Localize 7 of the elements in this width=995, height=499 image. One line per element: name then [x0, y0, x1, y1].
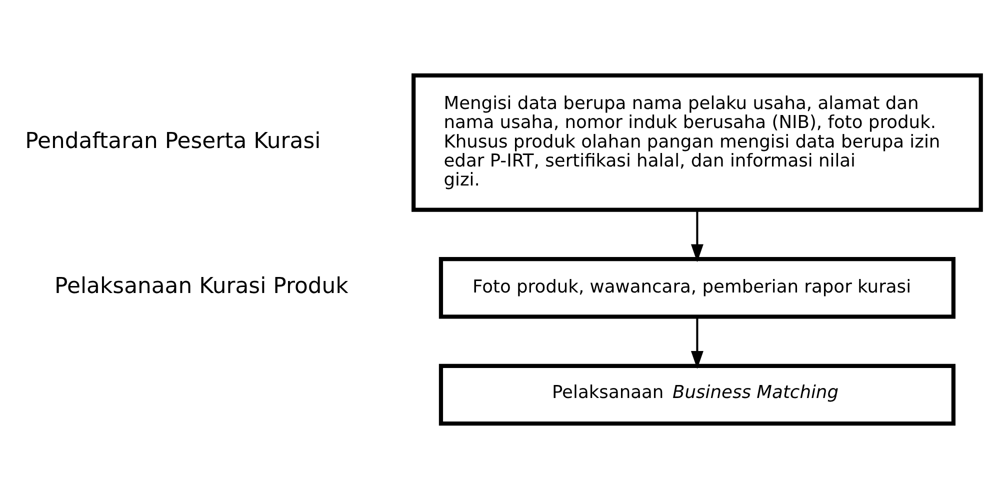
arrow [690, 317, 704, 369]
arrow [690, 210, 704, 262]
node-box: Mengisi data berupa nama pelaku usaha, alamat dan nama usaha, nomor induk berusaha (NIB), foto produk. Khusus produk olahan pangan mengisi data berupa izin edar P-IRT, sertifikasi halal, dan informasi nilai gizi. [412, 73, 983, 212]
label: Pendaftaran Peserta Kurasi [25, 128, 321, 154]
label: Pelaksanaan Kurasi Produk [54, 274, 348, 300]
node-box: Foto produk, wawancara, pemberian rapor kurasi [438, 257, 956, 319]
node-box: Pelaksanaan Business Matching [438, 364, 956, 426]
